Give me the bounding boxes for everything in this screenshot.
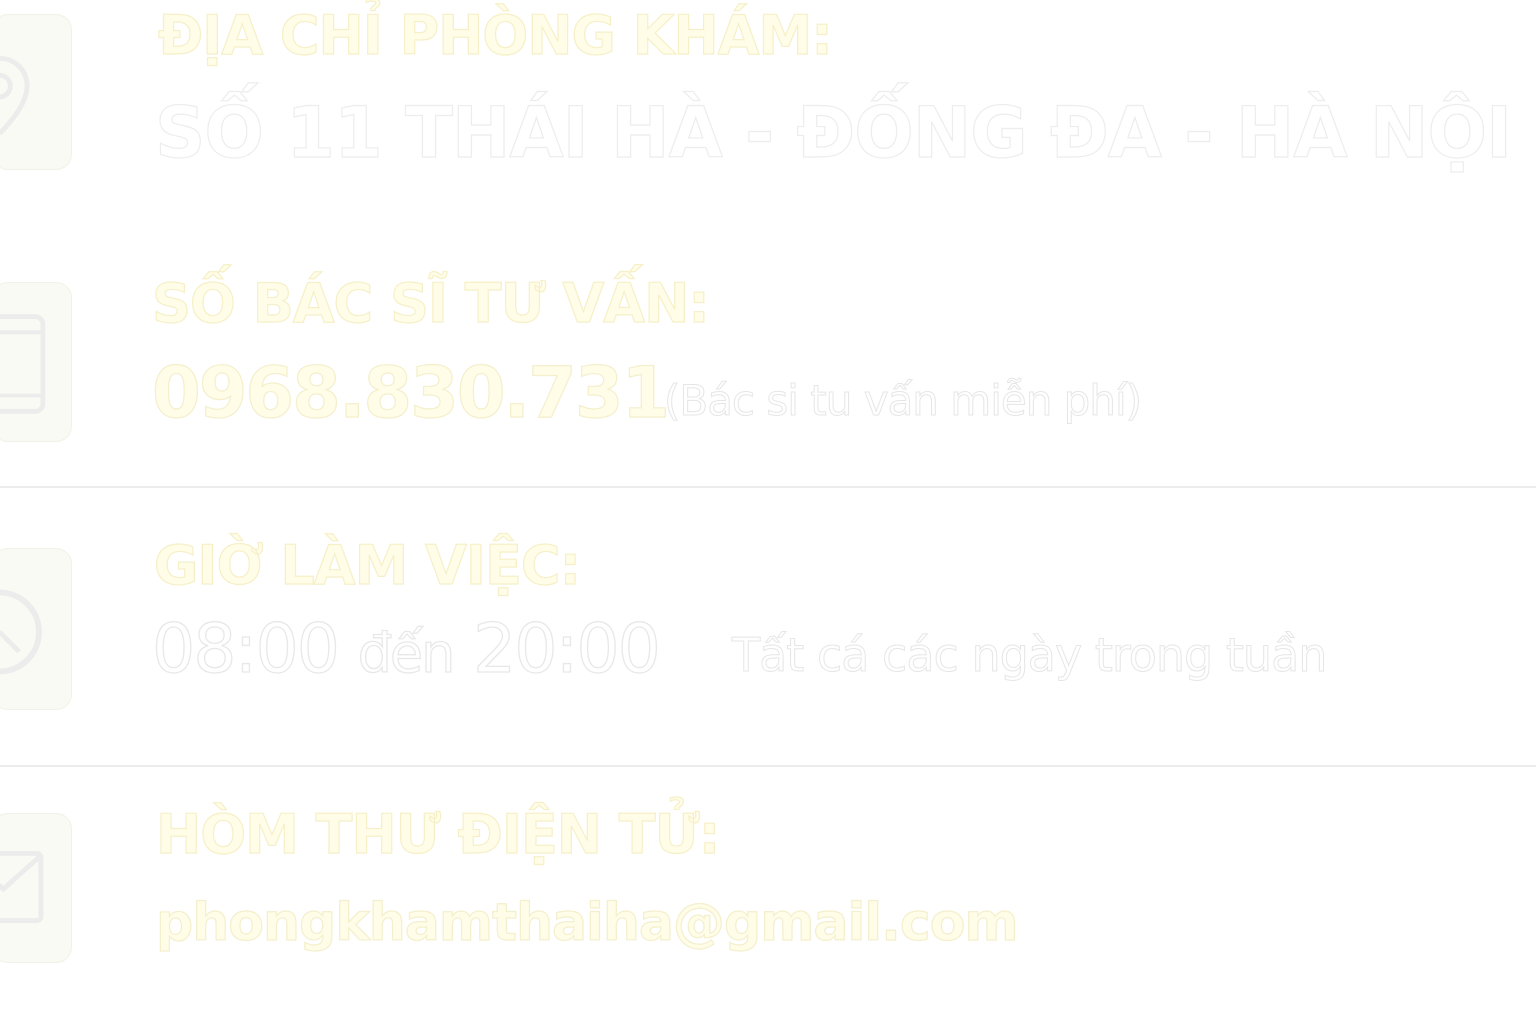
map-pin-icon	[0, 14, 72, 170]
phone-row: SỐ BÁC SĨ TƯ VẤN: 0968.830.731 (Bác si t…	[0, 240, 1536, 486]
phone-heading: SỐ BÁC SĨ TƯ VẤN:	[151, 271, 710, 335]
address-value: SỐ 11 THÁI HÀ - ĐỐNG ĐA - HÀ NỘI	[154, 91, 1512, 174]
hours-open: 08:00	[151, 609, 340, 689]
hours-separator: đến	[357, 621, 456, 685]
hours-note: Tất cá các ngày trong tuần	[731, 628, 1327, 683]
clock-icon	[0, 548, 72, 710]
smartphone-icon	[0, 282, 72, 442]
hours-row: GIỜ LÀM VIỆC: 08:00 đến 20:00 Tất cá các…	[0, 488, 1536, 766]
address-heading: ĐỊA CHỈ PHÒNG KHÁM:	[157, 3, 833, 67]
hours-value: 08:00 đến 20:00	[151, 609, 661, 689]
email-heading: HÒM THƯ ĐIỆN TỬ:	[155, 802, 721, 866]
phone-value[interactable]: 0968.830.731	[151, 351, 670, 434]
hours-close: 20:00	[472, 609, 661, 689]
address-row: ĐỊA CHỈ PHÒNG KHÁM: SỐ 11 THÁI HÀ - ĐỐNG…	[0, 0, 1536, 240]
phone-note: (Bác si tu vấn miễn phí)	[663, 376, 1142, 426]
email-row: HÒM THƯ ĐIỆN TỬ: phongkhamthaiha@gmail.c…	[0, 767, 1536, 1024]
hours-heading: GIỜ LÀM VIỆC:	[153, 533, 581, 597]
divider	[0, 765, 1536, 767]
email-value[interactable]: phongkhamthaiha@gmail.com	[155, 892, 1019, 953]
envelope-icon	[0, 813, 72, 963]
divider	[0, 486, 1536, 488]
